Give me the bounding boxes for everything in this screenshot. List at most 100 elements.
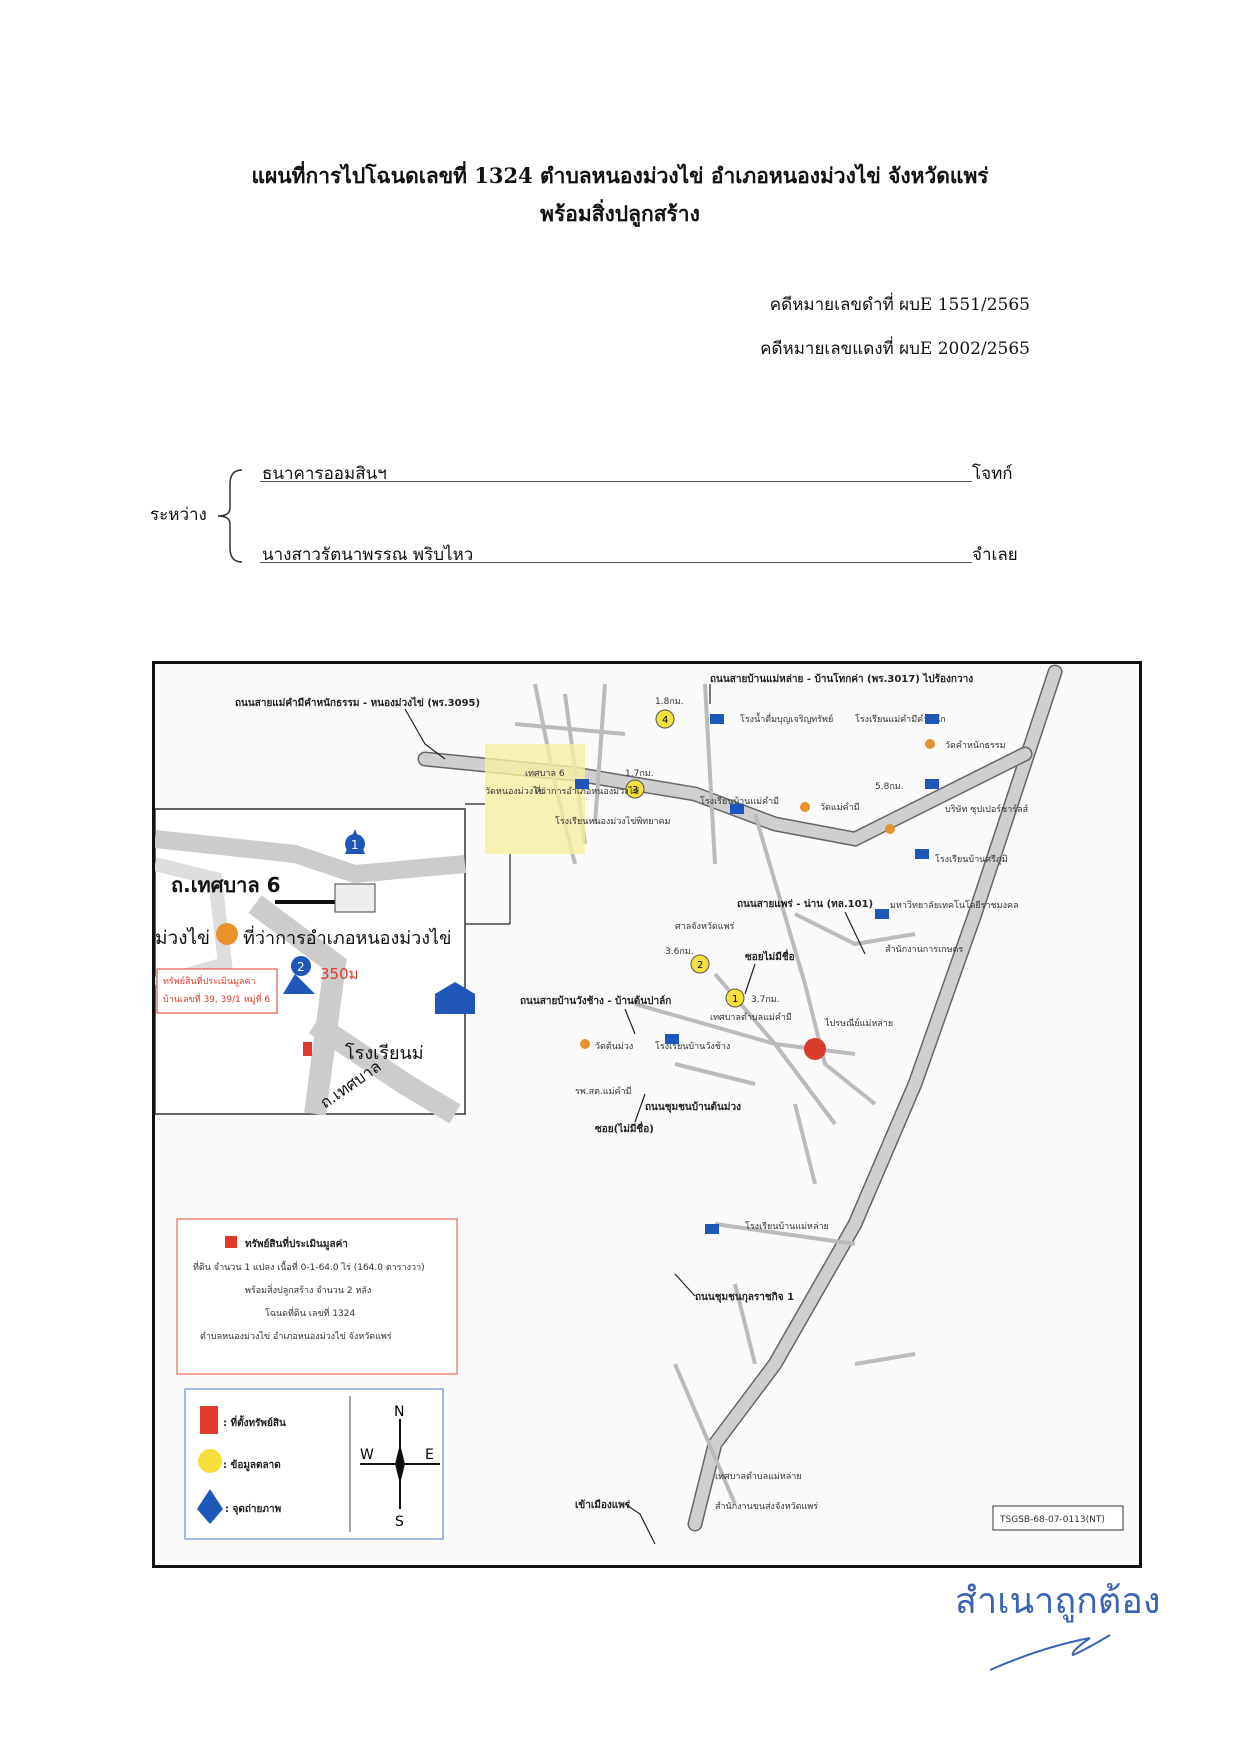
highway-101 (689, 666, 1061, 1530)
plaintiff-role: โจทก์ (972, 464, 1013, 484)
legend-box-line1: ที่ดิน จำนวน 1 แปลง เนื้อที่ 0-1-64.0 ไร… (193, 1260, 425, 1273)
place-label: โรงเรียนบ้านศรีภูมิ (935, 854, 1008, 865)
legend-box-line4: ตำบลหนองม่วงไข่ อำเภอหนองม่วงไข่ จังหวัด… (200, 1331, 392, 1342)
document-title: แผนที่การไปโฉนดเลขที่ 1324 ตำบลหนองม่วงไ… (251, 163, 989, 188)
property-marker (303, 1042, 312, 1056)
property-legend-box: ทรัพย์สินที่ประเมินมูลค่า ที่ดิน จำนวน 1… (176, 1218, 458, 1375)
photo-point-1-label: 1 (351, 838, 359, 852)
place-label: ที่ว่าการอำเภอหนองม่วงไข่ (535, 784, 639, 797)
map-code: TSGSB-68-07-0113(NT) (999, 1515, 1105, 1525)
place-label: ไปรษณีย์แม่หล่าย (824, 1017, 893, 1029)
distance-4: 1.8กม. (655, 697, 684, 707)
key-market-icon (198, 1449, 222, 1473)
svg-text:N: N (394, 1404, 404, 1420)
svg-text:2: 2 (697, 960, 703, 971)
house-icon (435, 982, 475, 1014)
place-label: วัดคำหนักธรรม (945, 740, 1006, 751)
distance-3: 1.7กม. (625, 769, 654, 779)
place-label: สำนักงานการเกษตร (885, 944, 963, 955)
inset-school-label: โรงเรียนม่ (345, 1042, 424, 1064)
compass-icon: N S E W (360, 1404, 440, 1530)
black-case-number: คดีหมายเลขดำที่ ผบE 1551/2565 (769, 295, 1030, 315)
key-photo-icon (197, 1489, 223, 1524)
key-property-icon (200, 1406, 218, 1434)
svg-text:1: 1 (732, 994, 738, 1005)
map-key-box: : ที่ตั้งทรัพย์สิน : ข้อมูลตลาด : จุดถ่า… (184, 1388, 444, 1540)
svg-text:E: E (425, 1447, 434, 1463)
place-label: โรงน้ำดื่มบุญเจริญทรัพย์ (740, 712, 833, 725)
place-label: สำนักงานขนส่งจังหวัดแพร่ (715, 1501, 818, 1512)
document-subtitle: พร้อมสิ่งปลูกสร้าง (540, 201, 700, 226)
market-point-2: 2 (690, 954, 710, 974)
key-market-label: : ข้อมูลตลาด (223, 1459, 281, 1472)
place-label: เทศบาล 6 (525, 769, 565, 779)
inset-property-note-addr: บ้านเลขที่ 39, 39/1 หมู่ที่ 6 (163, 992, 270, 1005)
svg-text:W: W (360, 1447, 374, 1463)
school-icon (575, 714, 939, 1234)
district-area (485, 744, 585, 854)
market-point-3: 3 (625, 779, 645, 799)
road-label-3017: ถนนสายบ้านแม่หล่าย - บ้านโทกค่า (พร.3017… (710, 672, 973, 685)
place-label: โรงเรียนบ้านแม่คำมี (700, 796, 779, 807)
place-label: เทศบาลตำบลแม่หล่าย (715, 1471, 802, 1482)
temple-icon (216, 923, 238, 945)
legend-box-title: ทรัพย์สินที่ประเมินมูลค่า (245, 1236, 348, 1251)
place-label: เทศบาลตำบลแม่คำมี (710, 1012, 792, 1023)
place-label: โรงเรียนบ้านแม่หล่าย (745, 1221, 829, 1232)
red-case-number: คดีหมายเลขแดงที่ ผบE 2002/2565 (760, 339, 1030, 359)
inset-street-label: ถ.เทศบาล 6 (171, 873, 280, 897)
inset-panel: ถ.เทศบาล 6 ม่วงไข่ ที่ว่าการอำเภอหนองม่ว… (155, 808, 475, 1124)
road-label-3095: ถนนสายแม่คำมีคำหนักธรรม - หนองม่วงไข่ (พ… (235, 696, 480, 709)
svg-text:4: 4 (662, 715, 668, 726)
map-code-box (992, 1505, 1124, 1531)
defendant-underline (260, 562, 972, 563)
distance-5: 5.8กม. (875, 782, 904, 792)
map-canvas: ถ.เทศบาล 6 ม่วงไข่ ที่ว่าการอำเภอหนองม่ว… (155, 664, 1124, 1545)
photo-point-2-label: 2 (297, 960, 305, 974)
place-label: วัดหนองม่วงไข่ (485, 786, 544, 797)
road-label-chumchon: ถนนชุมชนบ้านต้นม่วง (645, 1101, 741, 1113)
legend-box-line3: โฉนดที่ดิน เลขที่ 1324 (265, 1306, 355, 1319)
svg-text:S: S (395, 1514, 404, 1530)
plaintiff-underline (260, 481, 972, 482)
defendant-role: จำเลย (972, 545, 1018, 565)
place-label: โรงเรียนแม่คำมีคำหนัก (855, 714, 946, 725)
location-map: ถ.เทศบาล 6 ม่วงไข่ ที่ว่าการอำเภอหนองม่ว… (152, 661, 1142, 1568)
place-label: รพ.สต.แม่คำมี (575, 1086, 632, 1097)
inset-office-label: ที่ว่าการอำเภอหนองม่วงไข่ (243, 925, 451, 949)
plaintiff-name: ธนาคารออมสินฯ (262, 464, 387, 484)
market-point-1: 1 (725, 988, 745, 1008)
legend-box-line2: พร้อมสิ่งปลูกสร้าง จำนวน 2 หลัง (245, 1283, 371, 1296)
place-label: มหาวิทยาลัยเทคโนโลยีราชมงคล (890, 900, 1019, 911)
market-point-4: 4 (655, 709, 675, 729)
distance-2: 3.6กม. (665, 947, 694, 957)
place-label: บริษัท ซุปเปอร์ชาร์ลส์ (945, 803, 1029, 815)
key-property-label: : ที่ตั้งทรัพย์สิน (223, 1415, 286, 1429)
svg-text:3: 3 (632, 785, 638, 796)
place-label: โรงเรียนหนองม่วงไข่พิทยาคม (555, 816, 671, 827)
key-photo-label: : จุดถ่ายภาพ (225, 1503, 282, 1515)
road-label-wang-chang: ถนนสายบ้านวังช้าง - บ้านต้นปาล์ก (520, 995, 671, 1007)
road-label-101: ถนนสายแพร่ - น่าน (ทล.101) (737, 898, 873, 910)
party-brace (217, 469, 243, 563)
distance-1: 3.7กม. (751, 995, 780, 1005)
place-label: วัดแม่คำมี (820, 802, 860, 813)
inset-property-note-title: ทรัพย์สินที่ประเมินมูลค่า (163, 974, 256, 987)
signature (989, 1634, 1111, 1671)
between-label: ระหว่าง (150, 505, 207, 525)
road-label-nukul: ถนนชุมชนกุลราชกิจ 1 (695, 1291, 794, 1303)
inset-area-left: ม่วงไข่ (155, 927, 210, 949)
post-office-icon (804, 1038, 826, 1060)
office-building-icon (334, 883, 376, 913)
photo-point-icon (283, 974, 315, 994)
temple-icon (580, 739, 935, 1049)
soi-label-2: ซอย(ไม่มีชื่อ) (595, 1121, 654, 1135)
soi-label: ซอยไม่มีชื่อ (745, 949, 795, 963)
road-label-to-phrae: เข้าเมืองแพร่ (575, 1499, 631, 1511)
place-label: ศาลจังหวัดแพร่ (675, 922, 735, 932)
place-label: วัดต้นม่วง (595, 1041, 633, 1052)
defendant-name: นางสาวรัตนาพรรณ พริบไหว (262, 545, 474, 565)
certified-copy-stamp: สำเนาถูกต้อง (955, 1581, 1161, 1622)
place-label: โรงเรียนบ้านวังช้าง (655, 1041, 730, 1052)
inset-distance: 350ม (320, 965, 359, 983)
